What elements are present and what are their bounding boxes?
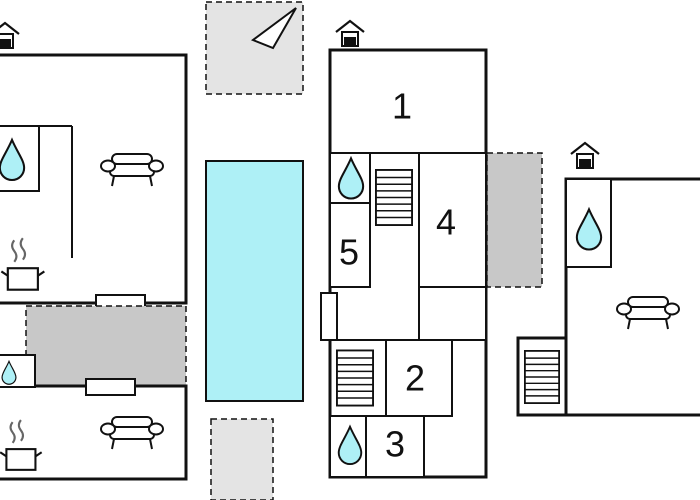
room-5 [329,202,371,288]
closet [418,286,487,341]
house-icon [569,141,601,170]
room-3 [365,415,425,478]
paved-area [210,418,274,500]
room-3-label: 3 [385,424,405,465]
house-icon [334,19,366,48]
left-terrace [25,305,187,387]
window-icon [85,378,136,396]
middle-terrace-upper [486,152,543,288]
room-5-label: 5 [339,232,359,273]
window-icon [320,292,338,341]
room-4-label: 4 [436,202,456,243]
stairs-icon [524,349,560,405]
room-1-label: 1 [392,86,412,127]
stairs-icon [375,169,413,226]
house-icon [0,21,21,50]
room-2 [385,339,453,417]
room-2-label: 2 [405,358,425,399]
room-4 [418,152,487,288]
stairs-icon [336,349,374,407]
compass-icon [250,7,297,50]
swimming-pool [205,160,304,402]
